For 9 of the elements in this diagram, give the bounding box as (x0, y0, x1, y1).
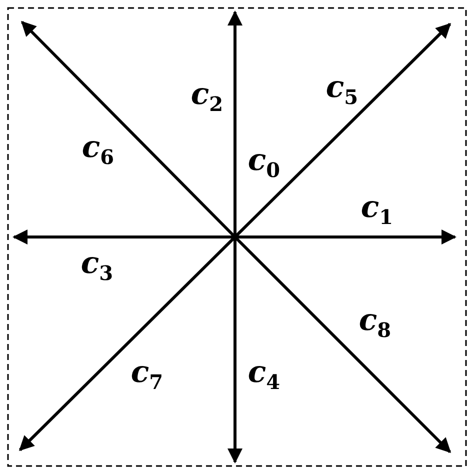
vector-label: c$_{0}$ (248, 146, 280, 180)
vector-label: c$_{8}$ (358, 306, 392, 340)
vector-label: c$_{1}$ (360, 193, 394, 227)
vector-label: c$_{5}$ (326, 73, 358, 107)
vector-label: c$_{4}$ (248, 358, 280, 392)
vector-label: c$_{6}$ (82, 133, 114, 167)
vector-label: c$_{7}$ (130, 358, 164, 392)
vector-label: c$_{3}$ (80, 249, 114, 283)
vector-label: c$_{2}$ (190, 80, 224, 114)
